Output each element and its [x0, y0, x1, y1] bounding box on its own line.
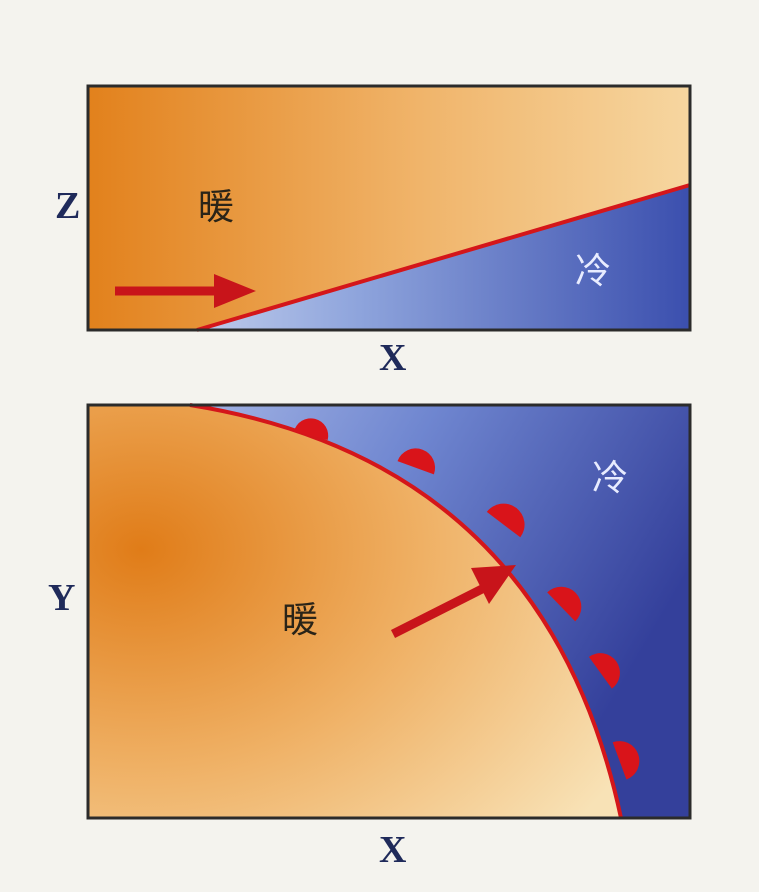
- cold-air-label: 冷: [575, 251, 611, 292]
- cold-air-label: 冷: [592, 458, 628, 499]
- x-axis-label: X: [379, 829, 406, 871]
- z-axis-label: Z: [55, 185, 80, 227]
- x-axis-label: X: [379, 337, 406, 379]
- plan-view-panel: 暖 冷 Y X: [48, 405, 690, 871]
- warm-air-label: 暖: [198, 187, 234, 228]
- warm-air-label: 暖: [282, 600, 318, 641]
- cross-section-panel: 暖 冷 Z X: [55, 86, 690, 379]
- y-axis-label: Y: [48, 577, 75, 619]
